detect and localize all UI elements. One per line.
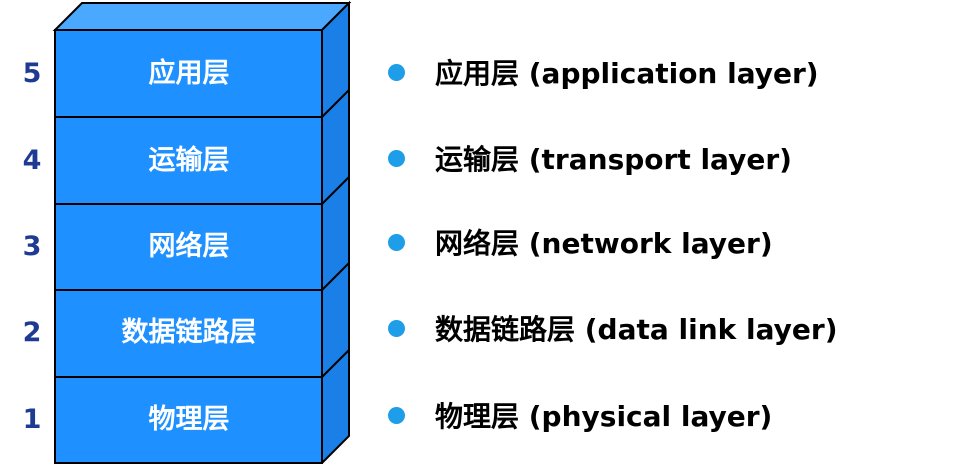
- side-divider: [321, 262, 350, 291]
- desc-text: 数据链路层 (data link layer): [435, 313, 838, 346]
- layer-number-3: 3: [22, 231, 42, 262]
- side-divider: [321, 176, 350, 205]
- desc-text: 网络层 (network layer): [435, 227, 773, 260]
- desc-item-data-link: 数据链路层 (data link layer): [388, 308, 838, 348]
- desc-item-transport: 运输层 (transport layer): [388, 138, 792, 178]
- side-divider: [321, 89, 350, 118]
- layer-number-2: 2: [22, 317, 42, 348]
- desc-text: 运输层 (transport layer): [435, 143, 792, 176]
- layer-label-network: 网络层: [148, 231, 230, 262]
- bullet-dot-icon: [388, 406, 405, 424]
- layer-number-5: 5: [22, 58, 42, 89]
- side-divider: [321, 349, 350, 378]
- layer-box-3: [54, 203, 323, 291]
- layer-number-1: 1: [22, 404, 42, 435]
- stack-side-face: [321, 0, 350, 464]
- desc-item-network: 网络层 (network layer): [388, 222, 773, 262]
- layer-label-application: 应用层: [148, 58, 230, 89]
- desc-text: 物理层 (physical layer): [435, 400, 773, 433]
- bullet-dot-icon: [388, 233, 405, 251]
- bullet-dot-icon: [388, 63, 405, 81]
- layer-label-data-link: 数据链路层: [121, 317, 257, 348]
- layer-label-transport: 运输层: [148, 145, 230, 176]
- layer-label-physical: 物理层: [148, 404, 230, 435]
- layer-box-5: [54, 29, 323, 118]
- stack-top-face: [52, 2, 352, 31]
- layer-box-1: [54, 376, 323, 464]
- desc-text: 应用层 (application layer): [435, 57, 819, 90]
- bullet-dot-icon: [388, 319, 405, 337]
- desc-item-physical: 物理层 (physical layer): [388, 395, 772, 435]
- layer-number-4: 4: [22, 145, 42, 176]
- desc-item-application: 应用层 (application layer): [388, 52, 819, 92]
- bullet-dot-icon: [388, 149, 405, 167]
- layer-box-2: [54, 289, 323, 378]
